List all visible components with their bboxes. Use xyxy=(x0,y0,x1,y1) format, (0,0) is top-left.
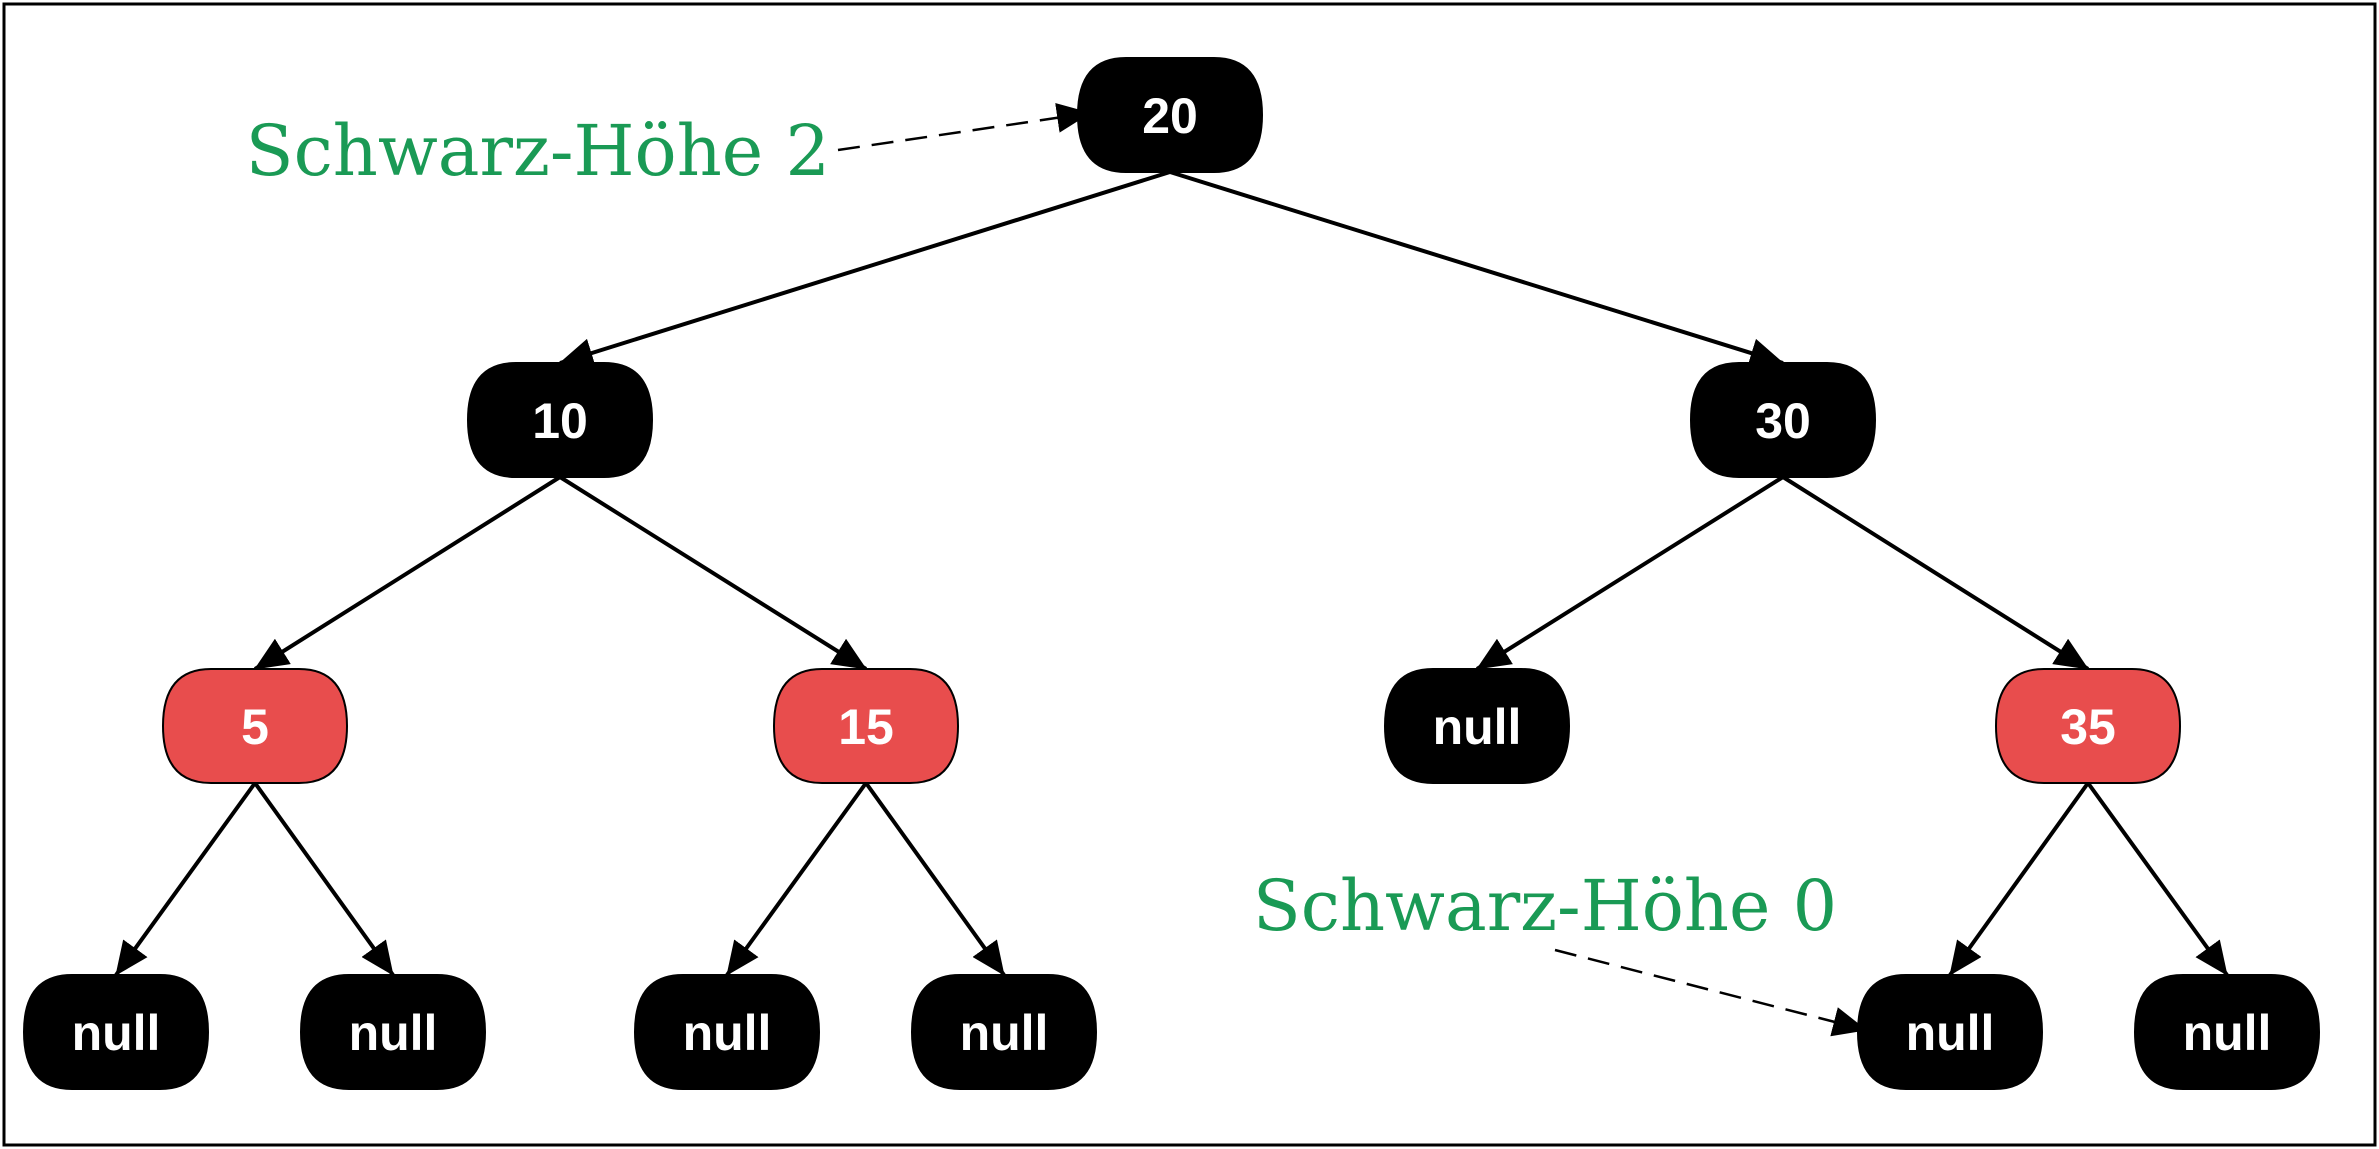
tree-nodes: 20 10 30 5 15 null 35 null null null null null null xyxy=(22,57,2321,1090)
tree-edge xyxy=(864,781,1006,977)
annotation-arrows xyxy=(837,102,1867,1037)
node-label: 35 xyxy=(2060,699,2116,755)
tree-edge xyxy=(1781,475,2090,671)
node-label: null xyxy=(349,1005,438,1061)
tree-edge xyxy=(1169,170,1784,368)
black-node-shape xyxy=(1856,974,2044,1090)
black-node-shape xyxy=(466,362,654,478)
black-node-shape xyxy=(1076,57,1264,173)
annotation-arrow xyxy=(837,102,1091,152)
tree-edge xyxy=(559,170,1171,368)
tree-node-null: null xyxy=(633,974,821,1090)
tree-node-5: 5 xyxy=(161,668,349,784)
node-label: null xyxy=(1433,699,1522,755)
tree-edge xyxy=(2086,781,2229,977)
black-node-shape xyxy=(1689,362,1877,478)
tree-node-null: null xyxy=(1856,974,2044,1090)
node-label: null xyxy=(1906,1005,1995,1061)
tree-edges xyxy=(114,170,2229,977)
tree-node-null: null xyxy=(2133,974,2321,1090)
tree-node-null: null xyxy=(22,974,210,1090)
black-node-shape xyxy=(22,974,210,1090)
red-node-shape xyxy=(161,668,349,784)
tree-node-null: null xyxy=(1383,668,1571,784)
black-node-shape xyxy=(910,974,1098,1090)
black-node-shape xyxy=(299,974,487,1090)
tree-edge xyxy=(725,781,868,977)
node-label: 10 xyxy=(532,393,588,449)
tree-node-35: 35 xyxy=(1994,668,2182,784)
tree-edge xyxy=(558,475,868,671)
black-node-shape xyxy=(2133,974,2321,1090)
annotations: Schwarz-Höhe 2 Schwarz-Höhe 0 xyxy=(246,110,1838,947)
black-node-shape xyxy=(633,974,821,1090)
tree-node-null: null xyxy=(910,974,1098,1090)
annotation-black-height-2: Schwarz-Höhe 2 xyxy=(246,110,830,192)
tree-edge xyxy=(114,781,257,977)
node-label: null xyxy=(2183,1005,2272,1061)
node-label: null xyxy=(683,1005,772,1061)
tree-node-10: 10 xyxy=(466,362,654,478)
tree-edge xyxy=(1948,781,2090,977)
tree-edge xyxy=(253,781,395,977)
node-label: 30 xyxy=(1755,393,1811,449)
tree-node-30: 30 xyxy=(1689,362,1877,478)
red-node-shape xyxy=(772,668,960,784)
tree-node-20: 20 xyxy=(1076,57,1264,173)
node-label: null xyxy=(960,1005,1049,1061)
annotation-arrow xyxy=(1554,948,1867,1037)
red-node-shape xyxy=(1994,668,2182,784)
node-label: 5 xyxy=(241,699,269,755)
annotation-black-height-0: Schwarz-Höhe 0 xyxy=(1253,865,1837,947)
tree-node-15: 15 xyxy=(772,668,960,784)
tree-node-null: null xyxy=(299,974,487,1090)
node-label: 20 xyxy=(1142,88,1198,144)
node-label: null xyxy=(72,1005,161,1061)
tree-edge xyxy=(1475,475,1785,671)
black-node-shape xyxy=(1383,668,1571,784)
tree-edge xyxy=(253,475,562,671)
node-label: 15 xyxy=(838,699,894,755)
